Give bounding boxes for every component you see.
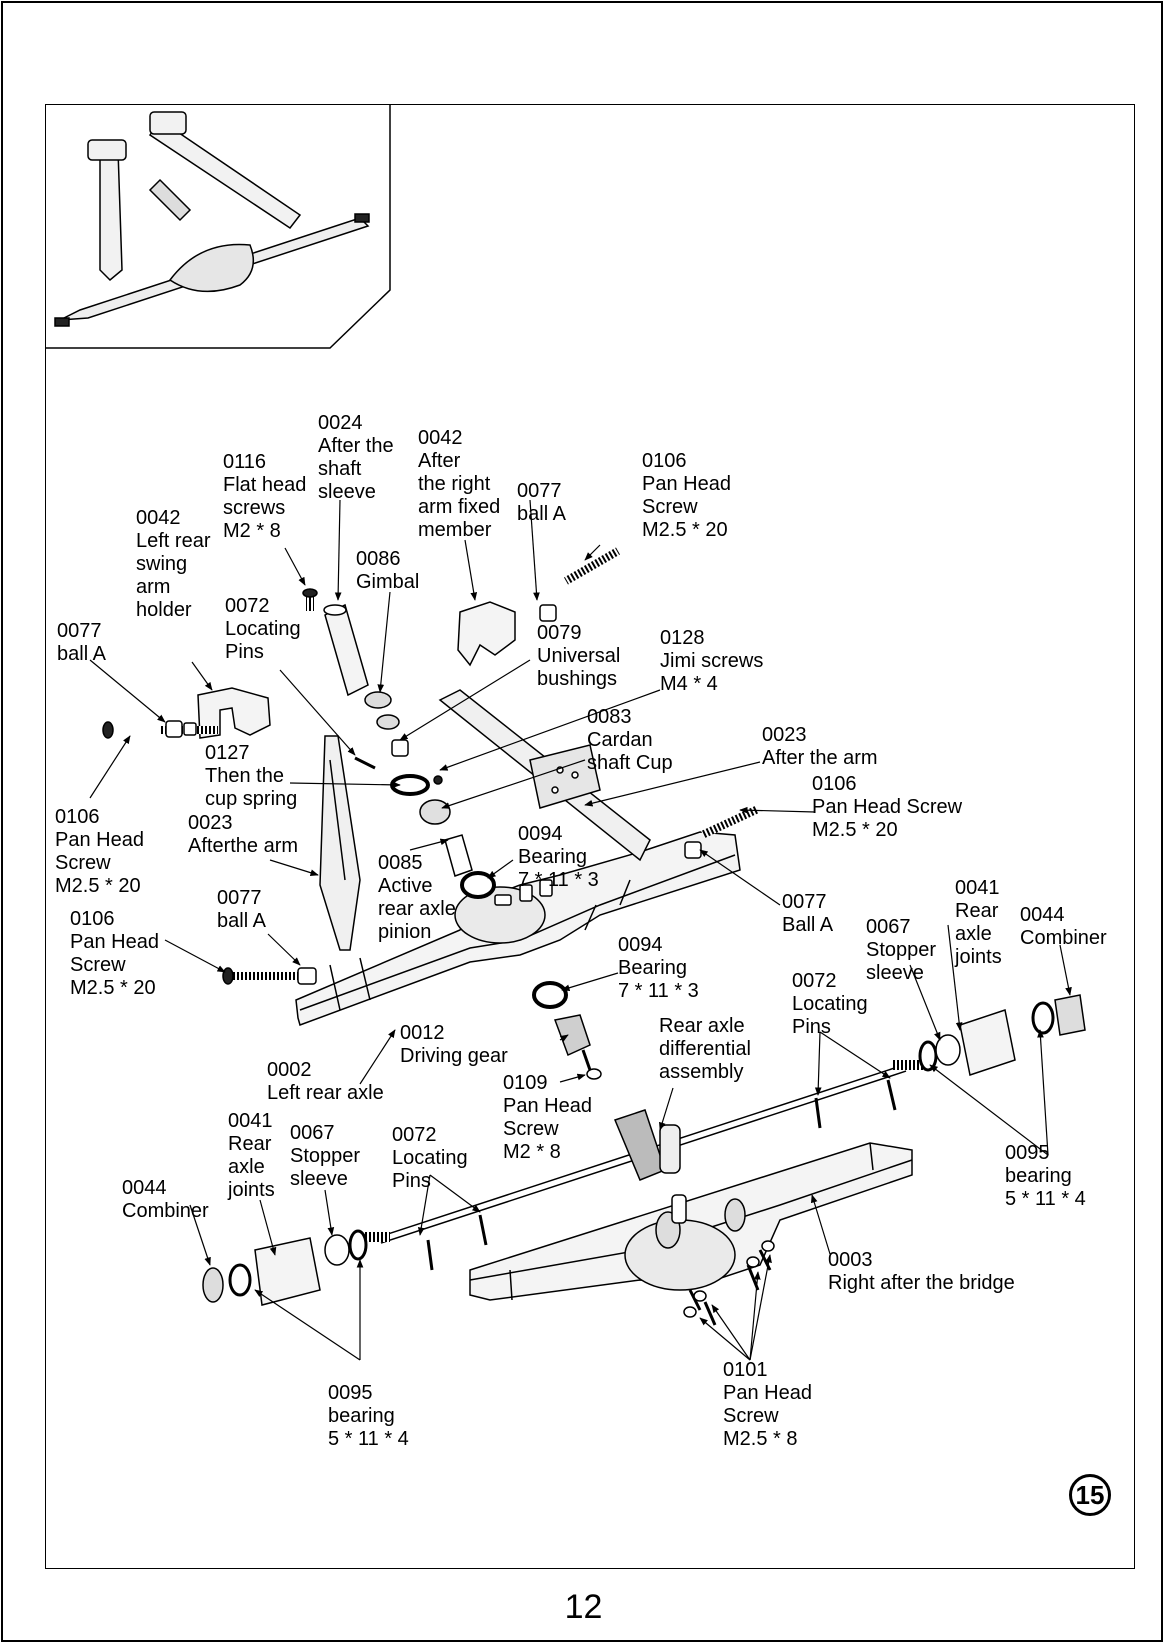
page-number: 12: [564, 1588, 603, 1626]
callout-0041-rear-axle-joints-left: 0041 Rear axle joints: [228, 1110, 275, 1201]
callout-0128-jimi-screws: 0128 Jimi screws M4 * 4: [660, 627, 764, 695]
callout-0077-ball-a: 0077 ball A: [517, 480, 566, 525]
callout-0077-ball-a-left: 0077 ball A: [57, 620, 106, 665]
callout-0086-gimbal: 0086 Gimbal: [356, 548, 420, 593]
callout-0002-left-rear-axle: 0002 Left rear axle: [267, 1059, 384, 1104]
callout-0106-pan-head-screw-left: 0106 Pan Head Screw M2.5 * 20: [55, 806, 144, 897]
callout-0083-cardan-shaft-cup: 0083 Cardan shaft Cup: [587, 706, 673, 774]
callout-0023-after-the-arm: 0023 After the arm: [762, 724, 878, 769]
callout-0095-bearing-left: 0095 bearing 5 * 11 * 4: [328, 1382, 409, 1450]
callout-0044-combiner-right: 0044 Combiner: [1020, 904, 1107, 949]
callout-0072-locating-pins-right: 0072 Locating Pins: [792, 970, 868, 1038]
step-number-badge: 15: [1069, 1474, 1111, 1516]
callout-0023-afterthe-arm: 0023 Afterthe arm: [188, 812, 299, 857]
callout-0041-rear-axle-joints-right: 0041 Rear axle joints: [955, 877, 1002, 968]
leader-lines: [89, 499, 1072, 1361]
callout-rear-axle-differential-assembly: Rear axle differential assembly: [659, 1015, 751, 1083]
inset-thumbnail: [45, 104, 391, 349]
callout-0106-pan-head-screw: 0106 Pan Head Screw M2.5 * 20: [642, 450, 731, 541]
callout-0106-pan-head-screw-lower-left: 0106 Pan Head Screw M2.5 * 20: [70, 908, 159, 999]
callout-0024-shaft-sleeve: 0024 After the shaft sleeve: [318, 412, 394, 503]
callout-0127-cup-spring: 0127 Then the cup spring: [205, 742, 298, 810]
callout-0109-pan-head-screw: 0109 Pan Head Screw M2 * 8: [503, 1072, 592, 1163]
callout-0012-driving-gear: 0012 Driving gear: [400, 1022, 508, 1067]
diagram-frame: [45, 104, 1135, 1569]
callout-0077-ball-a-right: 0077 Ball A: [782, 891, 834, 936]
callout-0067-stopper-sleeve-left: 0067 Stopper sleeve: [290, 1122, 361, 1190]
callout-0094-bearing-upper: 0094 Bearing 7 * 11 * 3: [518, 823, 599, 891]
callout-0079-universal-bushings: 0079 Universal bushings: [537, 622, 621, 690]
callout-0085-active-rear-axle-pinion: 0085 Active rear axle pinion: [378, 852, 456, 943]
callout-0095-bearing-right: 0095 bearing 5 * 11 * 4: [1005, 1142, 1086, 1210]
callout-0094-bearing-lower: 0094 Bearing 7 * 11 * 3: [618, 934, 699, 1002]
callout-0101-pan-head-screw: 0101 Pan Head Screw M2.5 * 8: [723, 1359, 812, 1450]
callout-0106-pan-head-screw-right: 0106 Pan Head Screw M2.5 * 20: [812, 773, 963, 841]
callout-0072-locating-pins-left: 0072 Locating Pins: [392, 1124, 468, 1192]
callout-0077-ball-a-lower: 0077 ball A: [217, 887, 266, 932]
callout-0044-combiner-left: 0044 Combiner: [122, 1177, 209, 1222]
callout-0003-right-after-the-bridge: 0003 Right after the bridge: [828, 1249, 1015, 1294]
callout-0067-stopper-sleeve-right: 0067 Stopper sleeve: [866, 916, 937, 984]
parts-artwork: [102, 547, 1086, 1326]
callout-0042-right-arm-fixed-member: 0042 After the right arm fixed member: [418, 427, 501, 541]
callout-0072-locating-pins: 0072 Locating Pins: [225, 595, 301, 663]
callout-0042-left-rear-swing-arm-holder: 0042 Left rear swing arm holder: [136, 507, 211, 621]
callout-0116-flat-head-screws: 0116 Flat head screws M2 * 8: [223, 451, 307, 542]
